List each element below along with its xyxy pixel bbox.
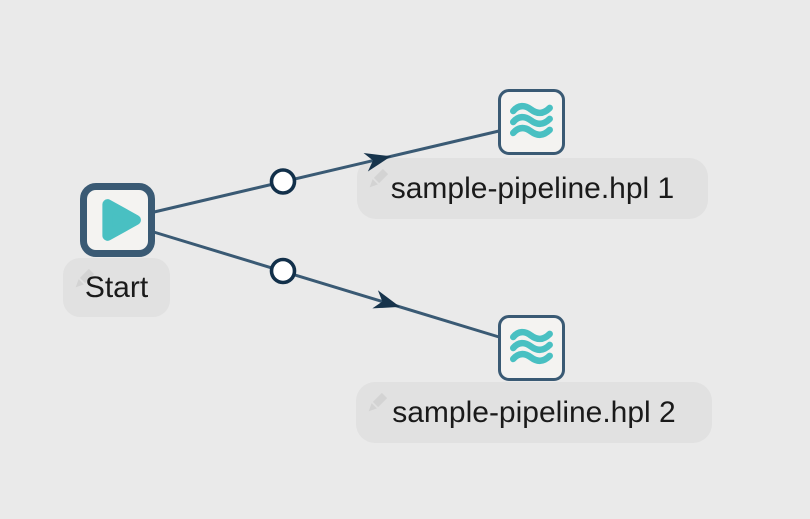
pipeline1-node-label[interactable]: sample-pipeline.hpl 1 (357, 158, 708, 219)
start-node-label[interactable]: Start (63, 258, 170, 317)
hop-line (151, 230, 500, 339)
edit-pencil-icon (75, 268, 95, 288)
pipeline2-node-label[interactable]: sample-pipeline.hpl 2 (356, 382, 712, 443)
start-action-node[interactable] (80, 183, 155, 257)
edit-pencil-icon (369, 168, 389, 188)
start-label-text: Start (84, 270, 149, 304)
pipeline2-label-text: sample-pipeline.hpl 2 (392, 395, 676, 429)
hop-start-to-pipeline2 (151, 230, 500, 339)
pipeline1-label-text: sample-pipeline.hpl 1 (390, 171, 675, 205)
edit-pencil-icon (368, 392, 388, 412)
hop-start-to-pipeline1 (151, 129, 500, 214)
hop-line (151, 129, 500, 214)
pipeline-waves-icon (509, 328, 553, 364)
pipeline1-action-node[interactable] (498, 89, 565, 155)
pipeline-waves-icon (509, 102, 553, 138)
hop-midpoint-circle[interactable] (269, 257, 297, 285)
arrowhead-icon (372, 290, 400, 309)
arrowhead-icon (363, 152, 391, 172)
play-icon (101, 199, 141, 241)
hop-midpoint-circle[interactable] (269, 168, 297, 195)
pipeline2-action-node[interactable] (498, 315, 565, 381)
